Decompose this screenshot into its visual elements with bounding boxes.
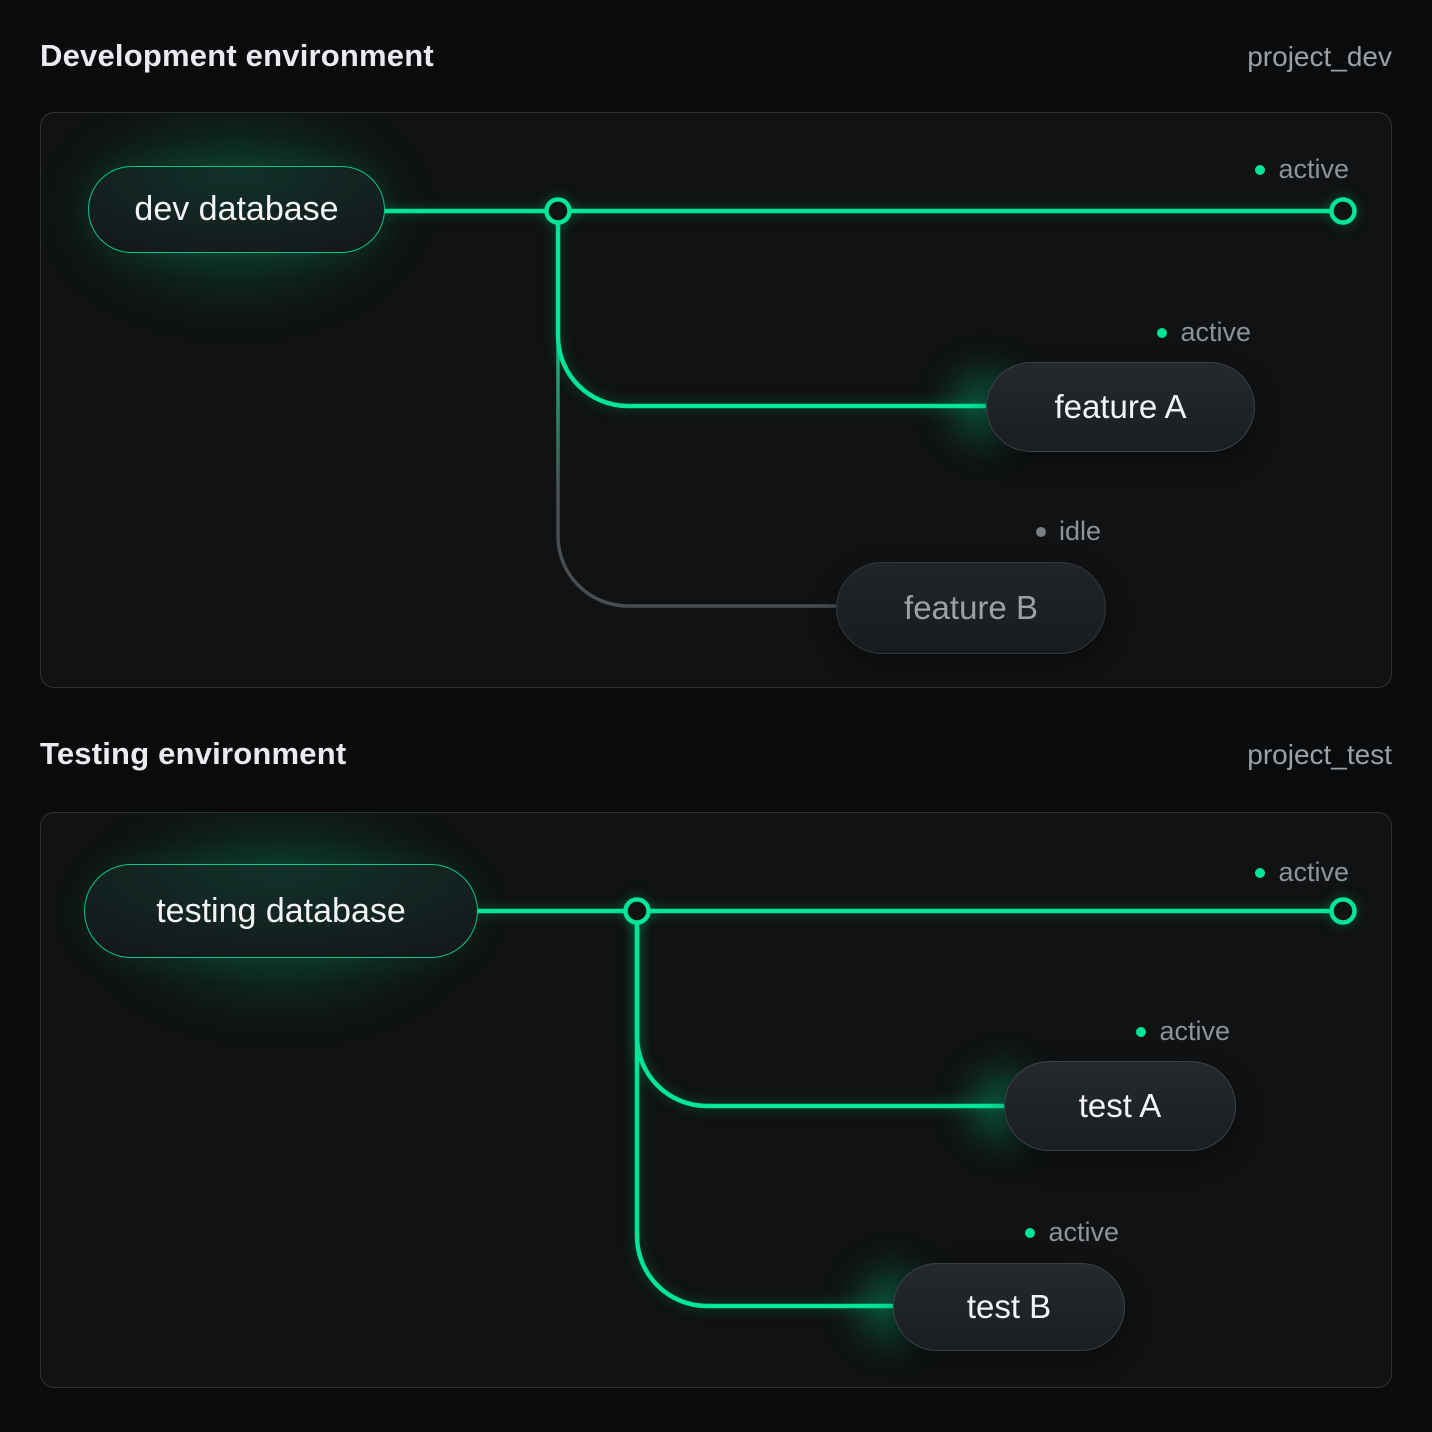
- node-label: feature B: [904, 589, 1038, 626]
- status-label: active: [1159, 1016, 1230, 1046]
- node-label: feature A: [1054, 388, 1187, 425]
- section-title: Development environment: [40, 38, 434, 73]
- branch-point-node: [623, 897, 651, 925]
- status-badge-main: active: [1255, 154, 1349, 185]
- status-dot-active: [1157, 327, 1168, 338]
- branch-line-feature-a: [555, 217, 986, 409]
- branch-wires: [476, 897, 1357, 1309]
- testing-panel: testing database active active test A ac…: [40, 812, 1392, 1388]
- status-label: active: [1048, 1217, 1119, 1247]
- node-label: testing database: [156, 891, 406, 930]
- status-label: active: [1180, 317, 1251, 347]
- node-feature-b[interactable]: feature B: [836, 562, 1106, 654]
- status-dot-idle: [1035, 526, 1046, 537]
- status-badge-test-a: active: [1136, 1016, 1230, 1047]
- status-dot-active: [1025, 1227, 1036, 1238]
- status-dot-active: [1136, 1026, 1147, 1037]
- node-testing-database[interactable]: testing database: [84, 864, 478, 958]
- status-label: active: [1278, 857, 1349, 887]
- status-label: idle: [1058, 516, 1101, 546]
- status-badge-main: active: [1255, 857, 1349, 888]
- branch-line-test-a: [634, 917, 1004, 1109]
- section-title: Testing environment: [40, 736, 347, 771]
- node-label: dev database: [134, 190, 339, 228]
- branch-point-node: [544, 197, 572, 225]
- status-dot-active: [1255, 867, 1266, 878]
- project-label: project_test: [1247, 739, 1392, 770]
- branch-line-test-b: [634, 917, 893, 1309]
- project-label: project_dev: [1247, 41, 1392, 72]
- branch-wires: [383, 197, 1357, 608]
- node-feature-a[interactable]: feature A: [986, 362, 1255, 452]
- main-end-node: [1329, 197, 1357, 225]
- status-badge-feature-b: idle: [1035, 516, 1101, 547]
- status-dot-active: [1255, 164, 1266, 175]
- node-label: test A: [1078, 1087, 1162, 1124]
- development-panel: dev database active active feature A idl…: [40, 112, 1392, 688]
- main-end-node: [1329, 897, 1357, 925]
- status-badge-feature-a: active: [1157, 317, 1251, 348]
- testing-header: Testing environment project_test: [40, 736, 1392, 772]
- node-dev-database[interactable]: dev database: [88, 166, 385, 253]
- development-header: Development environment project_dev: [40, 38, 1392, 74]
- node-test-a[interactable]: test A: [1004, 1061, 1236, 1151]
- branch-line-feature-b: [556, 217, 836, 608]
- node-label: test B: [966, 1288, 1052, 1325]
- node-test-b[interactable]: test B: [893, 1263, 1125, 1351]
- status-badge-test-b: active: [1025, 1217, 1119, 1248]
- status-label: active: [1278, 154, 1349, 184]
